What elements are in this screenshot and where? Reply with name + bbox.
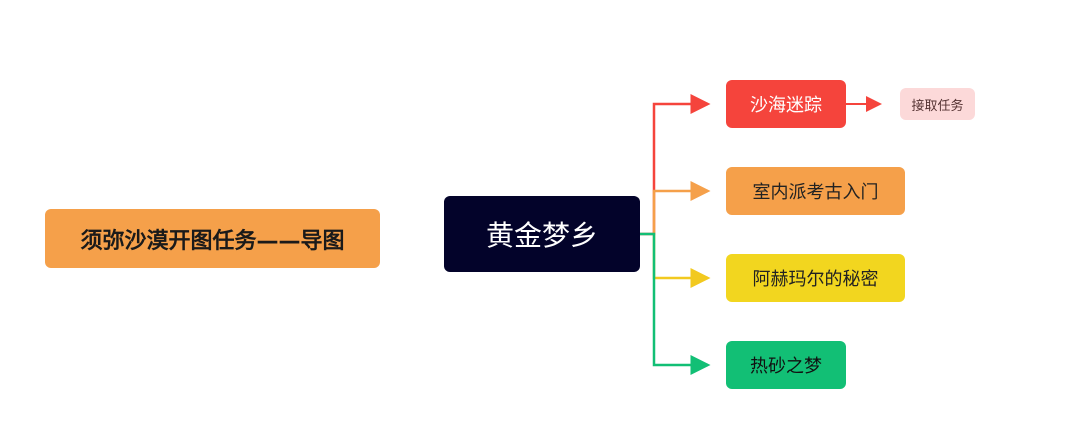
child-label: 阿赫玛尔的秘密 bbox=[752, 269, 879, 290]
child-label: 热砂之梦 bbox=[750, 356, 822, 377]
connector-line bbox=[640, 94, 711, 236]
connector-line bbox=[652, 234, 711, 288]
child-node[interactable]: 室内派考古入门 bbox=[726, 167, 905, 215]
child-node[interactable]: 阿赫玛尔的秘密 bbox=[726, 254, 905, 302]
child-label: 沙海迷踪 bbox=[750, 95, 822, 116]
child-node[interactable]: 热砂之梦 bbox=[726, 341, 846, 389]
sub-label: 接取任务 bbox=[911, 98, 964, 114]
root-node[interactable]: 须弥沙漠开图任务——导图 bbox=[45, 209, 380, 268]
root-label: 须弥沙漠开图任务——导图 bbox=[80, 228, 345, 254]
center-node[interactable]: 黄金梦乡 bbox=[444, 196, 640, 272]
child-label: 室内派考古入门 bbox=[752, 182, 879, 203]
sub-node[interactable]: 接取任务 bbox=[900, 88, 975, 120]
child-node[interactable]: 沙海迷踪 bbox=[726, 80, 846, 128]
center-label: 黄金梦乡 bbox=[485, 219, 598, 252]
connector-line bbox=[640, 232, 711, 375]
connector-line bbox=[652, 181, 711, 234]
